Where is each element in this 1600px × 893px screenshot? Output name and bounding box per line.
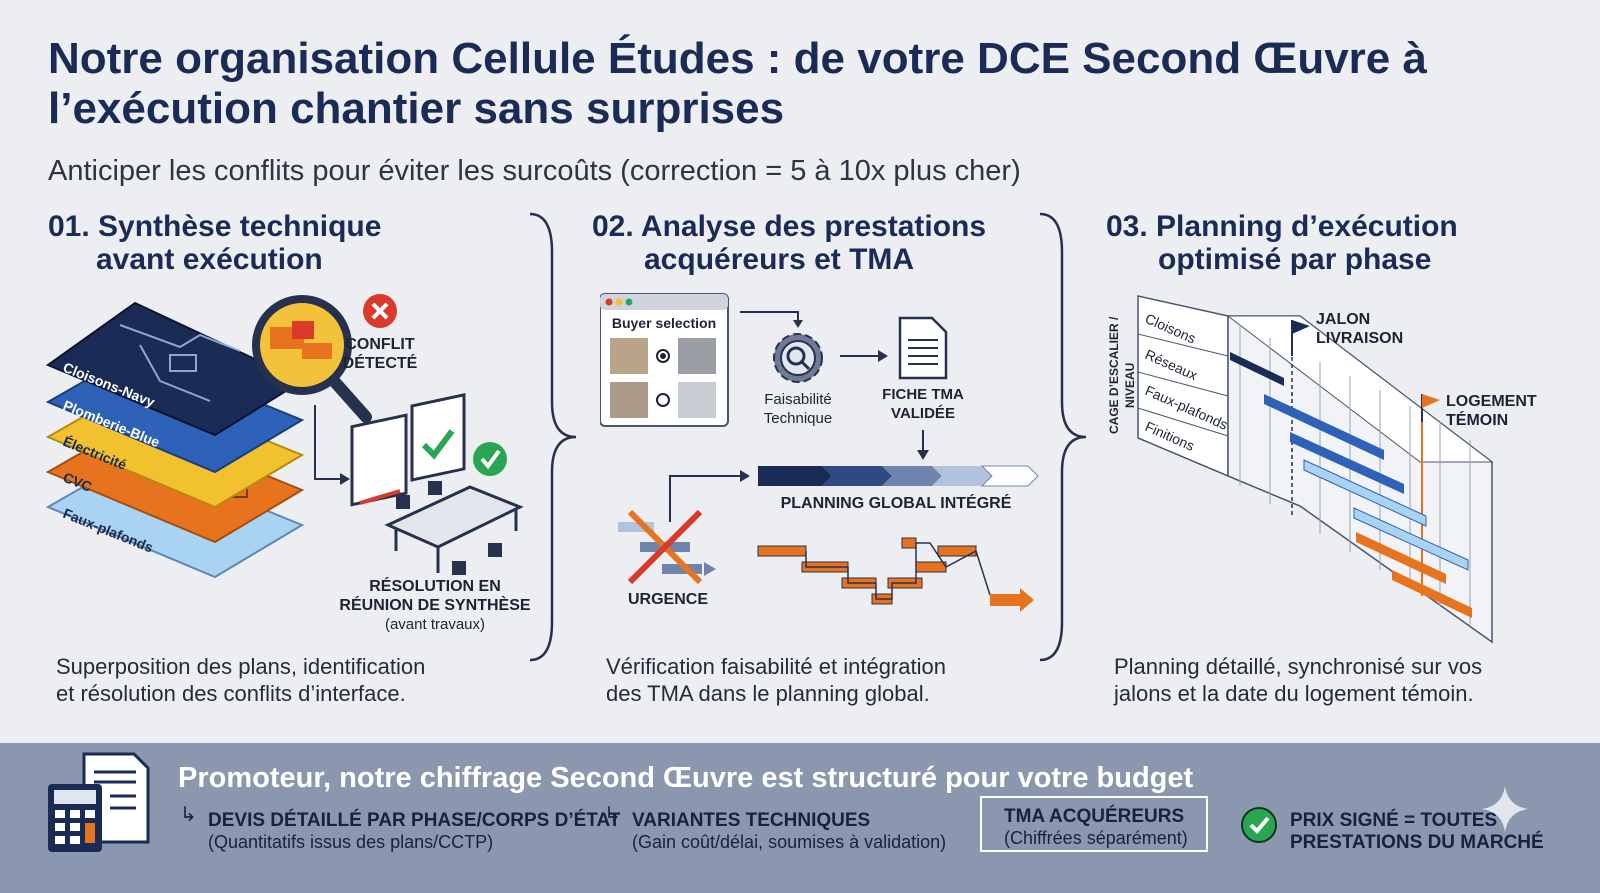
conflict-label-line1: CONFLIT <box>345 336 415 353</box>
buyer-selection-window: Buyer selection <box>600 293 729 427</box>
step3-title-line1: 03. Planning d’exécution <box>1106 210 1458 243</box>
flag-temoin-icon <box>1421 394 1440 422</box>
step1-title: 01. Synthèse technique avant exécution <box>48 210 381 276</box>
footer-item-tma-sub: (Chiffrées séparément) <box>1004 828 1188 848</box>
step3-desc-line1: Planning détaillé, synchronisé sur vos <box>1114 654 1483 679</box>
footer-item-prix-line1: PRIX SIGNÉ = TOUTES <box>1290 810 1498 831</box>
footer-item-variantes-main: VARIANTES TECHNIQUES <box>632 810 871 831</box>
orange-step-chart <box>757 537 1034 612</box>
planning-global-label: PLANNING GLOBAL INTÉGRÉ <box>781 493 1012 512</box>
resolution-label-line2: RÉUNION DE SYNTHÈSE <box>339 595 530 614</box>
step3-title: 03. Planning d’exécution optimisé par ph… <box>1106 210 1458 276</box>
flag-livraison-icon <box>1291 320 1310 356</box>
footer-title: Promoteur, notre chiffrage Second Œuvre … <box>178 762 1194 794</box>
footer-item-devis-main: DEVIS DÉTAILLÉ PAR PHASE/CORPS D’ÉTAT <box>208 810 621 831</box>
footer-item-tma-main: TMA ACQUÉREURS <box>1004 806 1185 827</box>
step2-title: 02. Analyse des prestations acquéreurs e… <box>592 210 986 276</box>
step2-desc-line2: des TMA dans le planning global. <box>606 681 930 706</box>
step3-title-line2: optimisé par phase <box>1158 243 1432 276</box>
feasibility-label-line2: Technique <box>764 410 832 427</box>
return-arrow-icon: ↳ <box>180 804 197 826</box>
magnifier-icon <box>252 295 372 423</box>
milestone-livraison-line1: JALON <box>1316 311 1370 328</box>
check-circle-icon <box>473 442 507 476</box>
brace-divider-1 <box>530 212 577 662</box>
footer-item-variantes: ↳ VARIANTES TECHNIQUES (Gain coût/délai,… <box>604 804 947 853</box>
feasibility-label-line1: Faisabilité <box>764 391 832 408</box>
gantt-bars <box>1230 352 1472 618</box>
footer-item-devis-sub: (Quantitatifs issus des plans/CCTP) <box>208 832 494 852</box>
step1-title-line1: 01. Synthèse technique <box>48 210 382 243</box>
fiche-label-line1: FICHE TMA <box>882 386 964 403</box>
step1-desc-line2: et résolution des conflits d’interface. <box>56 681 406 706</box>
footer-item-tma: TMA ACQUÉREURS (Chiffrées séparément) <box>980 796 1208 852</box>
return-arrow-icon: ↳ <box>604 804 621 826</box>
gantt-grid <box>1226 315 1494 644</box>
screen-check-icon <box>410 393 466 482</box>
meeting-table-icon <box>384 481 524 575</box>
footer-banner <box>0 743 1600 893</box>
step3-description: Planning détaillé, synchronisé sur vos j… <box>1114 653 1482 707</box>
urgence-cross-icon <box>618 509 716 585</box>
page-title: Notre organisation Cellule Études : de v… <box>48 34 1548 134</box>
step2-title-line1: 02. Analyse des prestations <box>592 210 987 243</box>
milestone-temoin-line2: TÉMOIN <box>1446 410 1508 429</box>
calculator-document-icon <box>48 752 150 852</box>
step3-desc-line2: jalons et la date du logement témoin. <box>1114 681 1474 706</box>
document-icon <box>898 316 948 380</box>
urgence-label: URGENCE <box>628 591 708 608</box>
gantt-axis-line1: CAGE D’ESCALIER / <box>1107 316 1121 434</box>
gear-icon <box>773 333 823 383</box>
milestone-temoin-line1: LOGEMENT <box>1446 393 1537 410</box>
fiche-label-line2: VALIDÉE <box>891 405 955 422</box>
brace-divider-2 <box>1040 212 1087 662</box>
page-subtitle: Anticiper les conflits pour éviter les s… <box>48 155 1021 187</box>
gantt-axis-line2: NIVEAU <box>1123 363 1137 408</box>
step1-description: Superposition des plans, identification … <box>56 653 425 707</box>
sparkle-icon <box>1482 786 1528 832</box>
screen-conflict-icon <box>350 413 408 507</box>
check-circle-icon <box>1241 807 1277 843</box>
footer-item-prix: PRIX SIGNÉ = TOUTES PRESTATIONS DU MARCH… <box>1290 810 1544 854</box>
step3-gantt: CAGE D’ESCALIER / NIVEAU Cloisons Réseau… <box>1107 295 1537 644</box>
step2-title-line2: acquéreurs et TMA <box>644 243 915 276</box>
conflict-label-line2: DÉTECTÉ <box>343 353 418 372</box>
footer-item-prix-line2: PRESTATIONS DU MARCHÉ <box>1290 832 1544 853</box>
title-text: Notre organisation Cellule Études : de v… <box>48 34 1427 133</box>
footer-item-variantes-sub: (Gain coût/délai, soumises à validation) <box>632 832 947 852</box>
milestone-livraison-line2: LIVRAISON <box>1316 330 1403 347</box>
resolution-label-line1: RÉSOLUTION EN <box>369 576 501 595</box>
step1-illustration: Faux-plafonds CVC Électricité Plomberie-… <box>45 294 531 633</box>
step2-desc-line1: Vérification faisabilité et intégration <box>606 654 946 679</box>
step1-title-line2: avant exécution <box>96 243 323 276</box>
conflict-x-icon <box>363 294 397 328</box>
footer-item-devis: ↳ DEVIS DÉTAILLÉ PAR PHASE/CORPS D’ÉTAT … <box>180 804 621 853</box>
planning-global-bar <box>758 465 1039 487</box>
step2-description: Vérification faisabilité et intégration … <box>606 653 946 707</box>
buyer-selection-label: Buyer selection <box>612 315 716 331</box>
resolution-note: (avant travaux) <box>385 616 485 633</box>
step1-desc-line1: Superposition des plans, identification <box>56 654 426 679</box>
step2-illustration: Buyer selection Faisabilité Technique FI… <box>600 293 1039 612</box>
